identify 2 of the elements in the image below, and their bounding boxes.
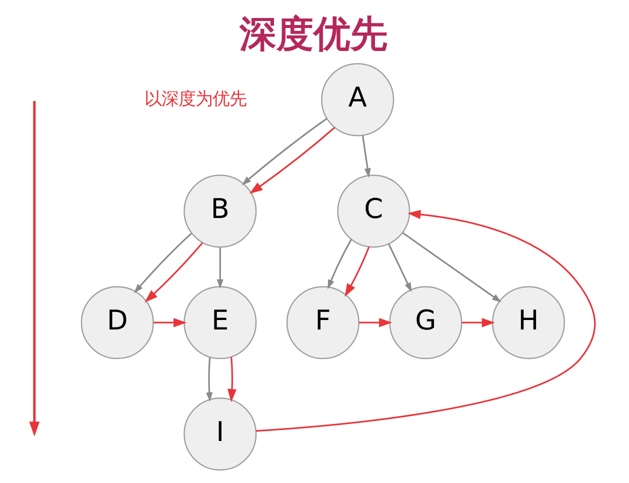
label: 以深度为优先 bbox=[144, 89, 246, 110]
diagram-title: 深度优先 bbox=[240, 12, 388, 56]
